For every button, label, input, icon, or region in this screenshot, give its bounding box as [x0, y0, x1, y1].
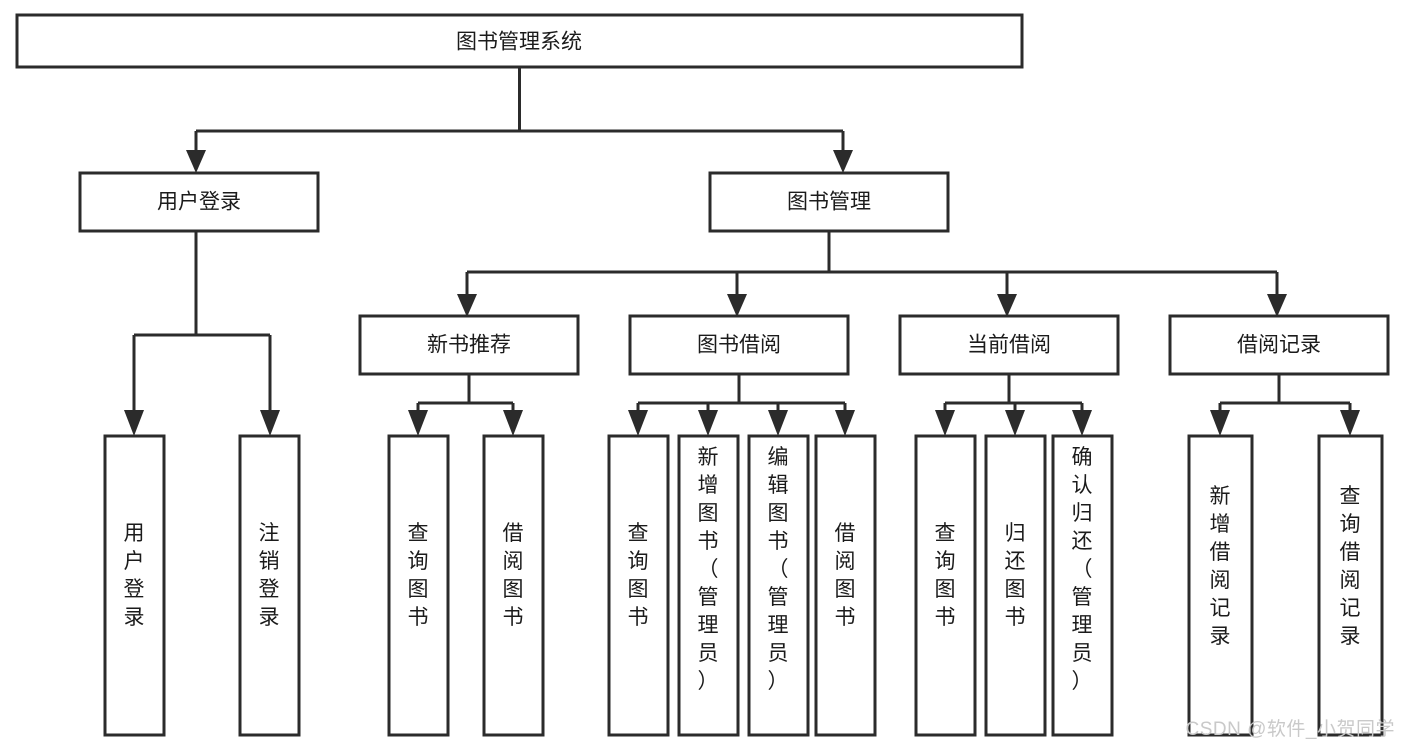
node-leaf-borrow-book-2-box[interactable] — [814, 434, 877, 737]
node-leaf-add-borrow-record-label: 新增借阅记录 — [1210, 485, 1231, 648]
node-leaf-borrow-book-1[interactable]: 借阅图书 — [482, 434, 545, 737]
node-leaf-confirm-return-admin[interactable]: 确认归还（管理员） — [1051, 434, 1114, 737]
node-leaf-edit-book-admin-label: 编辑图书（管理员） — [768, 446, 789, 693]
arrow-head-leaf-logout-login — [260, 410, 280, 436]
csdn-watermark: CSDN @软件_小贺同学 — [1185, 719, 1395, 740]
node-leaf-user-login-box[interactable] — [103, 434, 166, 737]
node-root[interactable]: 图书管理系统 — [15, 13, 1024, 69]
node-leaf-edit-book-admin-box[interactable] — [747, 434, 810, 737]
node-leaf-confirm-return-admin-box[interactable] — [1051, 434, 1114, 737]
node-leaf-edit-book-admin[interactable]: 编辑图书（管理员） — [747, 434, 810, 737]
node-leaf-confirm-return-admin-label: 确认归还（管理员） — [1072, 446, 1093, 693]
arrow-head-leaf-borrow-book-1 — [503, 410, 523, 436]
arrow-head-leaf-query-book-3 — [935, 410, 955, 436]
node-root-box[interactable] — [15, 13, 1024, 69]
node-leaf-query-book-3-box[interactable] — [914, 434, 977, 737]
node-leaf-add-borrow-record[interactable]: 新增借阅记录 — [1187, 434, 1254, 737]
node-leaf-query-borrow-record-label: 查询借阅记录 — [1340, 485, 1361, 648]
connector-layer — [124, 67, 1360, 436]
node-book-manage-label: 图书管理 — [787, 191, 871, 214]
node-root-label: 图书管理系统 — [456, 31, 582, 54]
node-leaf-query-borrow-record[interactable]: 查询借阅记录 — [1317, 434, 1384, 737]
arrow-head-leaf-borrow-book-2 — [835, 410, 855, 436]
node-borrow-record-box[interactable] — [1168, 314, 1390, 376]
node-leaf-query-book-3-label: 查询图书 — [935, 522, 956, 629]
node-leaf-borrow-book-2-label: 借阅图书 — [835, 522, 856, 629]
node-leaf-borrow-book-2[interactable]: 借阅图书 — [814, 434, 877, 737]
node-leaf-user-login-label: 用户登录 — [124, 522, 145, 629]
arrow-head-leaf-add-book-admin — [698, 410, 718, 436]
node-current-borrow-box[interactable] — [898, 314, 1120, 376]
node-leaf-return-book[interactable]: 归还图书 — [984, 434, 1047, 737]
node-book-borrow-box[interactable] — [628, 314, 850, 376]
arrow-head-leaf-return-book — [1005, 410, 1025, 436]
node-leaf-query-book-1[interactable]: 查询图书 — [387, 434, 450, 737]
node-leaf-return-book-box[interactable] — [984, 434, 1047, 737]
node-leaf-borrow-book-1-box[interactable] — [482, 434, 545, 737]
arrow-head-current-borrow — [997, 294, 1017, 317]
arrow-head-leaf-query-book-1 — [408, 410, 428, 436]
node-leaf-return-book-label: 归还图书 — [1005, 522, 1026, 629]
node-book-borrow-label: 图书借阅 — [697, 334, 781, 357]
node-leaf-query-borrow-record-box[interactable] — [1317, 434, 1384, 737]
node-user-login-label: 用户登录 — [157, 191, 241, 214]
arrow-head-user-login — [186, 150, 206, 173]
node-leaf-query-book-1-label: 查询图书 — [408, 522, 429, 629]
node-borrow-record[interactable]: 借阅记录 — [1168, 314, 1390, 376]
arrow-head-book-manage — [833, 150, 853, 173]
arrow-head-leaf-user-login — [124, 410, 144, 436]
arrow-head-borrow-record — [1267, 294, 1287, 317]
node-new-book-rec-label: 新书推荐 — [427, 334, 511, 357]
arrow-head-leaf-add-borrow-record — [1210, 410, 1230, 436]
node-leaf-add-book-admin[interactable]: 新增图书（管理员） — [677, 434, 740, 737]
node-current-borrow[interactable]: 当前借阅 — [898, 314, 1120, 376]
node-user-login-box[interactable] — [78, 171, 320, 233]
arrow-head-book-borrow — [727, 294, 747, 317]
node-leaf-add-book-admin-box[interactable] — [677, 434, 740, 737]
node-leaf-borrow-book-1-label: 借阅图书 — [503, 522, 524, 629]
node-leaf-add-borrow-record-box[interactable] — [1187, 434, 1254, 737]
node-new-book-rec[interactable]: 新书推荐 — [358, 314, 580, 376]
arrow-head-new-book-rec — [457, 294, 477, 317]
node-leaf-query-book-2-label: 查询图书 — [628, 522, 649, 629]
arrow-head-leaf-query-book-2 — [628, 410, 648, 436]
node-new-book-rec-box[interactable] — [358, 314, 580, 376]
node-leaf-logout-login[interactable]: 注销登录 — [238, 434, 301, 737]
node-leaf-logout-login-box[interactable] — [238, 434, 301, 737]
node-leaf-query-book-1-box[interactable] — [387, 434, 450, 737]
arrow-head-leaf-edit-book-admin — [768, 410, 788, 436]
node-leaf-add-book-admin-label: 新增图书（管理员） — [698, 446, 719, 693]
node-leaf-logout-login-label: 注销登录 — [259, 522, 280, 629]
node-borrow-record-label: 借阅记录 — [1237, 334, 1321, 357]
node-leaf-query-book-2[interactable]: 查询图书 — [607, 434, 670, 737]
arrow-head-leaf-confirm-return-admin — [1072, 410, 1092, 436]
node-book-borrow[interactable]: 图书借阅 — [628, 314, 850, 376]
arrow-head-leaf-query-borrow-record — [1340, 410, 1360, 436]
node-leaf-query-book-3[interactable]: 查询图书 — [914, 434, 977, 737]
node-leaf-user-login[interactable]: 用户登录 — [103, 434, 166, 737]
node-current-borrow-label: 当前借阅 — [967, 334, 1051, 357]
node-user-login[interactable]: 用户登录 — [78, 171, 320, 233]
node-leaf-query-book-2-box[interactable] — [607, 434, 670, 737]
node-book-manage-box[interactable] — [708, 171, 950, 233]
node-book-manage[interactable]: 图书管理 — [708, 171, 950, 233]
